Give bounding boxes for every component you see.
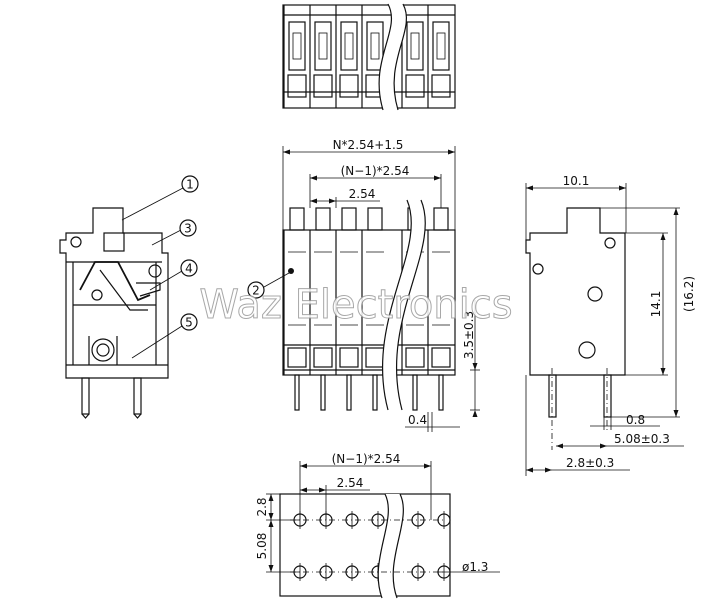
dim-footprint-edge: 2.8 — [255, 497, 269, 516]
dim-pitch: 2.54 — [349, 187, 376, 201]
callouts: 1 2 3 4 5 — [121, 175, 290, 359]
front-cell — [365, 347, 385, 368]
top-slot-inner — [318, 32, 328, 60]
dim-pin-height: 3.5±0.3 — [462, 311, 476, 359]
top-slot — [340, 21, 358, 71]
front-pin — [372, 374, 378, 411]
dim-footprint-pitch: 2.54 — [337, 476, 364, 490]
dim-hole-diameter: ø1.3 — [462, 560, 488, 574]
dim-pitch-span: (N−1)*2.54 — [341, 164, 410, 178]
callout-4: 4 — [185, 262, 193, 276]
front-pin — [294, 374, 300, 411]
dim-pin-offset: 2.8±0.3 — [566, 456, 614, 470]
top-slot — [288, 21, 306, 71]
callout-3: 3 — [184, 222, 192, 236]
callout-2: 2 — [252, 284, 260, 298]
dim-overall-width: N*2.54+1.5 — [333, 138, 404, 152]
front-pin — [346, 374, 352, 411]
dimension-lines — [266, 146, 684, 573]
front-lug — [341, 207, 357, 231]
dim-pin-width: 0.4 — [408, 413, 427, 427]
callout-1: 1 — [186, 178, 194, 192]
front-cell — [313, 347, 333, 368]
front-pin — [320, 374, 326, 411]
top-slot-lower — [339, 74, 359, 98]
front-pin — [412, 374, 418, 411]
top-slot-inner — [344, 32, 354, 60]
top-slot — [366, 21, 384, 71]
watermark: Waz Electronics — [199, 282, 512, 328]
footprint-view — [279, 493, 451, 599]
top-slot-lower — [287, 74, 307, 98]
front-cell — [431, 347, 451, 368]
dim-footprint-rows: 5.08 — [255, 533, 269, 560]
right-side-view — [525, 207, 626, 450]
front-view — [282, 199, 456, 411]
callout-3-circle — [179, 219, 197, 237]
callout-4-circle — [180, 259, 198, 277]
front-lug — [289, 207, 305, 231]
top-slot — [406, 21, 424, 71]
front-lug — [433, 207, 449, 231]
top-slot-lower — [431, 74, 451, 98]
callout-2-circle — [247, 281, 265, 299]
latch-dot — [288, 268, 294, 274]
front-cell — [339, 347, 359, 368]
callout-5-circle — [180, 313, 198, 331]
front-lug — [367, 207, 383, 231]
front-pin — [438, 374, 444, 411]
front-lug — [315, 207, 331, 231]
front-cell — [405, 347, 425, 368]
callout-5: 5 — [185, 316, 193, 330]
top-view — [282, 3, 456, 111]
top-slot-inner — [370, 32, 380, 60]
left-side-view — [59, 207, 169, 419]
dim-body-height: 14.1 — [649, 291, 663, 318]
top-slot-inner — [292, 32, 302, 60]
top-slot-lower — [313, 74, 333, 98]
top-slot — [314, 21, 332, 71]
dim-footprint-span: (N−1)*2.54 — [332, 452, 401, 466]
top-slot-inner — [410, 32, 420, 60]
top-slot — [432, 21, 450, 71]
dim-row-spacing: 5.08±0.3 — [614, 432, 670, 446]
top-slot-inner — [436, 32, 446, 60]
callout-1-circle — [181, 175, 199, 193]
front-cell — [287, 347, 307, 368]
dim-body-depth: 10.1 — [563, 174, 590, 188]
dim-total-height: (16.2) — [682, 276, 696, 312]
dimension-labels: N*2.54+1.5 (N−1)*2.54 2.54 3.5±0.3 0.4 1… — [255, 138, 696, 574]
top-slot-lower — [405, 74, 425, 98]
dim-pin-thickness: 0.8 — [626, 413, 645, 427]
